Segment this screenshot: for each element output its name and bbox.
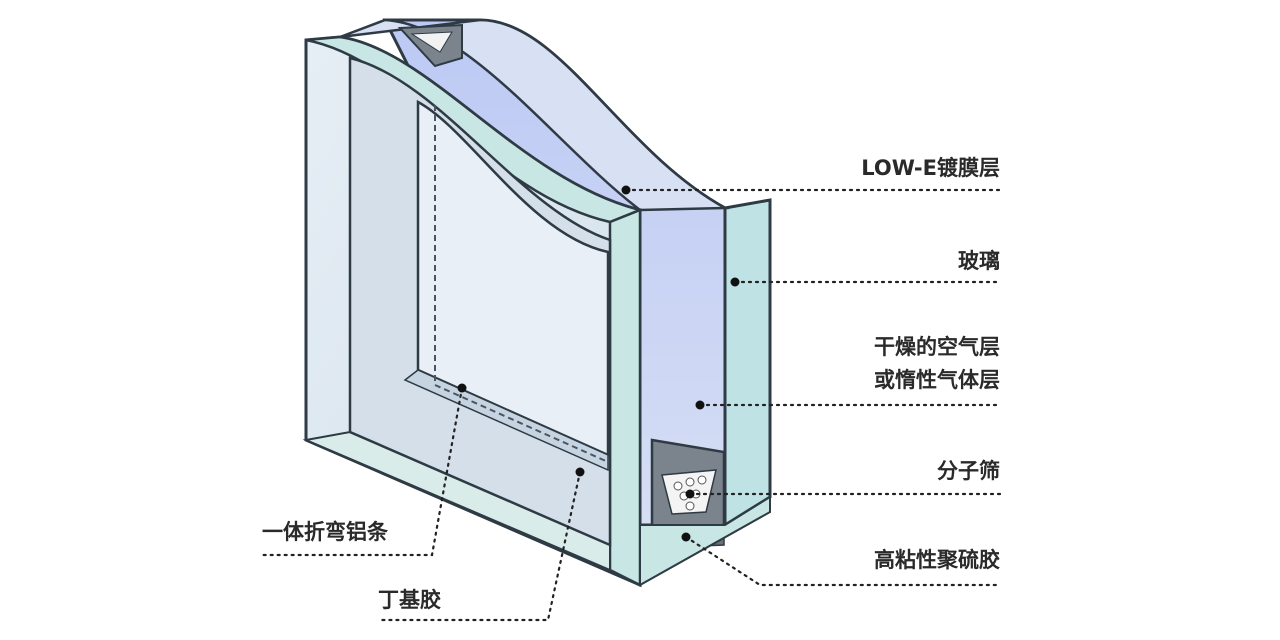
dot-low-e: [621, 185, 631, 195]
label-low-e: LOW-E镀膜层: [861, 156, 1000, 180]
leader-aluminum: [260, 386, 464, 557]
inner-glass-area: [416, 99, 610, 457]
top-spacer-profile: [397, 23, 463, 68]
label-glass: 玻璃: [958, 249, 1000, 273]
dot-butyl: [575, 467, 585, 477]
leader-polysulfide: [684, 535, 1002, 587]
dot-sieve: [685, 489, 695, 499]
front-glass-side-edge: [608, 208, 642, 588]
glass-edge-strip: [723, 198, 772, 528]
dot-polysulfide: [681, 532, 691, 542]
label-polysulfide: 高粘性聚硫胶: [874, 548, 1000, 572]
label-aluminum: 一体折弯铝条: [262, 520, 388, 544]
label-air-line1: 干燥的空气层: [874, 335, 1000, 359]
label-butyl: 丁基胶: [378, 588, 441, 612]
dot-air: [695, 400, 705, 410]
bottom-edge: [639, 495, 771, 587]
leader-dots: [457, 185, 740, 542]
leader-butyl: [378, 470, 582, 622]
leader-lines: [260, 188, 1002, 622]
label-sieve: 分子筛: [937, 459, 1000, 483]
dot-glass: [730, 277, 740, 287]
label-air-line2: 或惰性气体层: [874, 368, 1000, 392]
dot-aluminum: [457, 383, 467, 393]
butyl-dashed-line: [434, 105, 609, 463]
